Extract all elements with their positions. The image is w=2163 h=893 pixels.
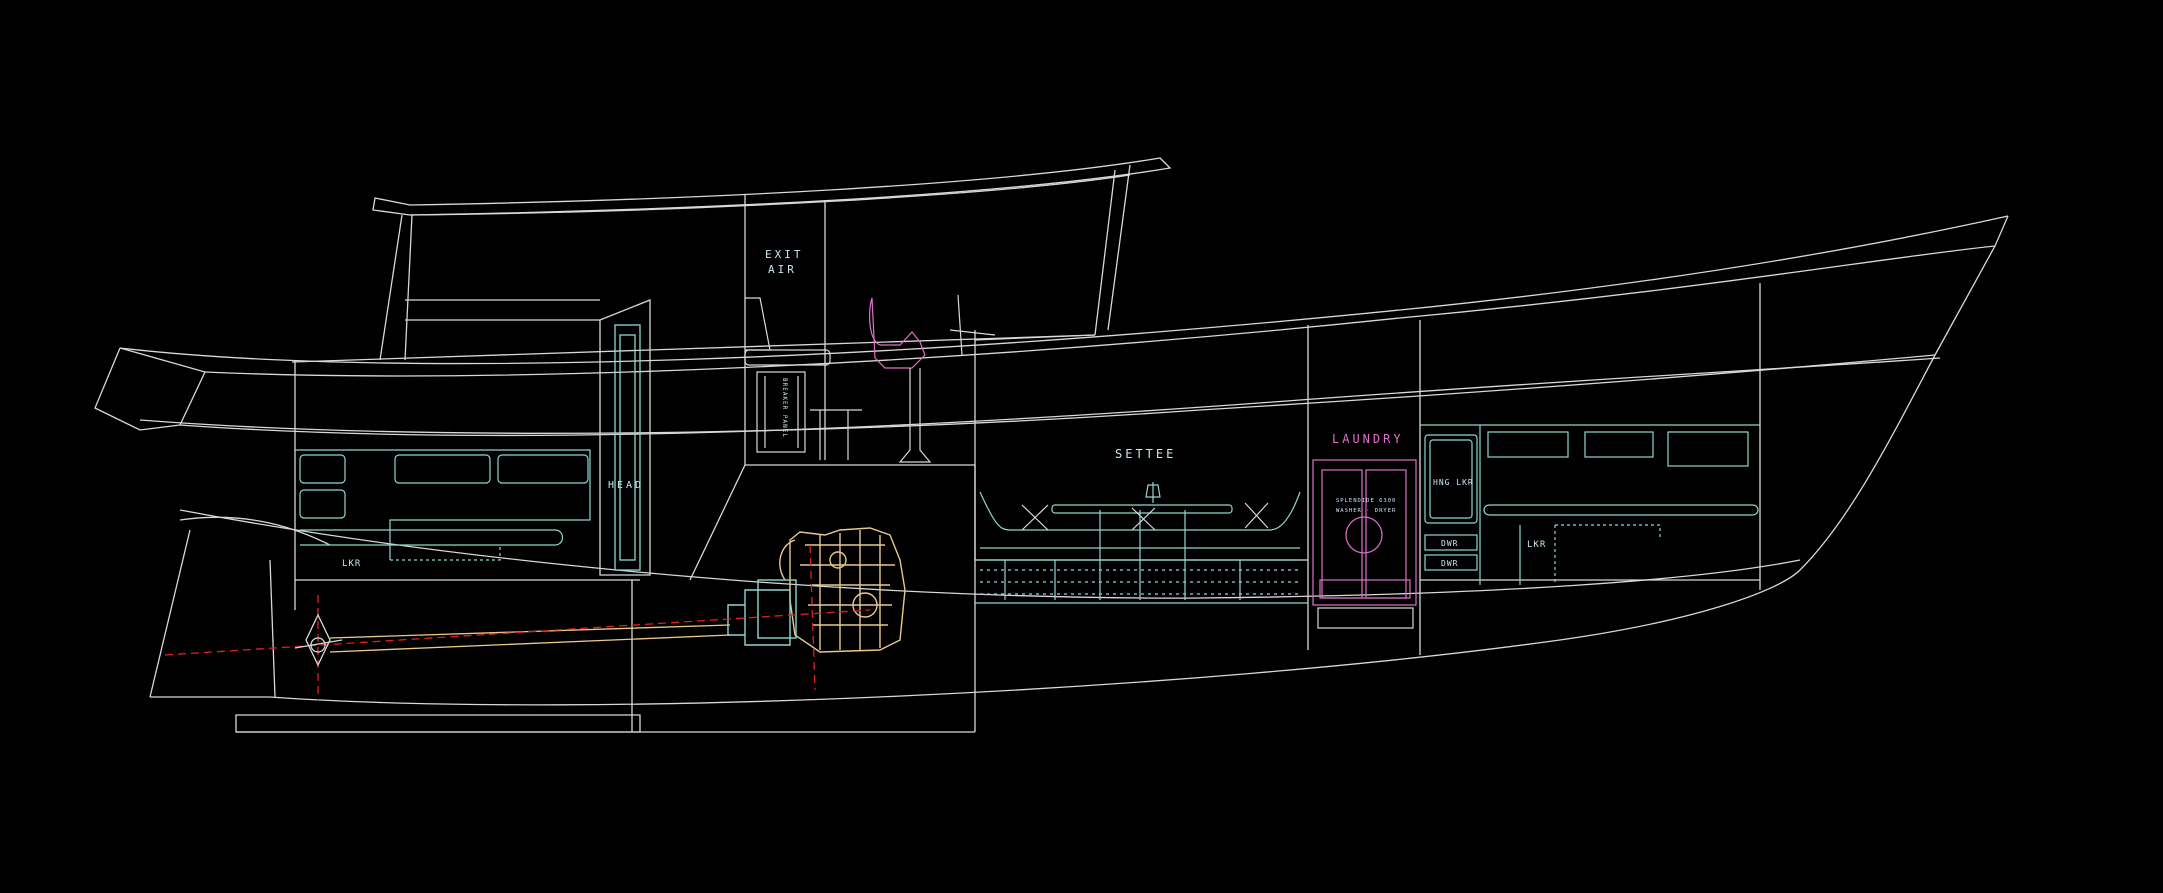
hanging-locker-inner bbox=[1429, 439, 1473, 519]
forward-cabinet-dash bbox=[1554, 524, 1661, 585]
upper-locker bbox=[1667, 431, 1749, 467]
washer-drum bbox=[1345, 516, 1383, 554]
settee-posts bbox=[1004, 510, 1241, 600]
helm-bench bbox=[744, 349, 831, 366]
helm-chair bbox=[869, 297, 926, 369]
companionway-stair bbox=[689, 464, 976, 581]
laundry-label: LAUNDRY bbox=[1332, 432, 1404, 446]
engine-manifold bbox=[779, 539, 796, 581]
locker-door bbox=[394, 454, 491, 484]
forward-cabinetry bbox=[1420, 424, 1760, 585]
engine-bed bbox=[757, 579, 797, 639]
prop-shaft bbox=[329, 624, 731, 653]
washer-dryer-door-right bbox=[1365, 469, 1407, 599]
pilothouse-roof bbox=[372, 157, 1172, 216]
laundry-base bbox=[1317, 607, 1414, 629]
hull bbox=[94, 215, 2009, 733]
locker-door bbox=[299, 454, 346, 484]
roof-line bbox=[409, 174, 1131, 216]
labels: EXIT AIR HEAD SETTEE LAUNDRY LKR LKR HNG… bbox=[342, 248, 1546, 569]
engine-detail bbox=[800, 544, 895, 626]
transom bbox=[94, 347, 181, 431]
upper-locker bbox=[1487, 431, 1569, 458]
helm-seat-back bbox=[745, 297, 771, 351]
head-door-panel-inner bbox=[619, 334, 636, 561]
salon-table bbox=[1051, 504, 1233, 514]
bow-stem bbox=[1799, 215, 2009, 571]
head-label: HEAD bbox=[608, 480, 644, 491]
upper-locker bbox=[1584, 431, 1654, 458]
sheer-line bbox=[119, 215, 2009, 365]
propeller-hub bbox=[310, 637, 326, 653]
pilothouse-aft-wall bbox=[379, 214, 413, 361]
exit-air-label-2: AIR bbox=[768, 263, 797, 276]
wheel-console bbox=[949, 294, 996, 356]
forward-cabinet-frame bbox=[1420, 424, 1760, 585]
cushion-x-2 bbox=[1131, 507, 1156, 531]
laundry-drawer bbox=[1319, 579, 1411, 599]
aft-cabinet-frame bbox=[295, 449, 591, 560]
helm-dash bbox=[974, 334, 1096, 341]
settee bbox=[975, 482, 1308, 604]
aft-cabinetry bbox=[295, 449, 591, 561]
propeller bbox=[294, 613, 343, 667]
pilothouse-mid bbox=[744, 195, 826, 465]
pilothouse-window-line bbox=[405, 299, 600, 321]
rubrail-line-2 bbox=[139, 354, 1936, 434]
breaker-panel-label: BREAKER PANEL bbox=[781, 378, 788, 438]
forward-berth bbox=[1483, 504, 1759, 516]
exit-air-label-1: EXIT bbox=[765, 248, 804, 261]
hanging-locker-label: HNG LKR bbox=[1433, 478, 1474, 487]
head-door-panel bbox=[614, 324, 641, 571]
settee-base-pattern bbox=[980, 569, 1300, 595]
drawer bbox=[1424, 554, 1478, 571]
washer-dryer-door-left bbox=[1321, 469, 1363, 599]
helm-chair-pedestal bbox=[898, 368, 932, 463]
fwd-locker-label: LKR bbox=[1527, 540, 1546, 550]
engine-pulley bbox=[852, 592, 878, 618]
washer-label-2: WASHER · DRYER bbox=[1336, 508, 1396, 514]
shaft-centerline bbox=[164, 609, 871, 656]
drawer-label-2: DWR bbox=[1441, 559, 1458, 568]
engine-detail-v bbox=[819, 530, 881, 650]
aft-cabinet-dash bbox=[390, 545, 501, 561]
washer-label-1: SPLENDIDE 6300 bbox=[1336, 498, 1396, 504]
engine bbox=[727, 527, 906, 653]
aft-locker-label: LKR bbox=[342, 559, 361, 569]
cabin-sole bbox=[295, 559, 1760, 581]
washer-dryer-cabinet bbox=[1312, 459, 1417, 606]
cushion-x-1 bbox=[1021, 504, 1049, 531]
pilothouse-fwd-window bbox=[1094, 164, 1131, 336]
drawer bbox=[1424, 534, 1478, 551]
locker-door bbox=[299, 489, 346, 519]
settee-label: SETTEE bbox=[1115, 447, 1176, 461]
lamp bbox=[1145, 482, 1161, 503]
sheer-line-inner bbox=[204, 245, 1996, 377]
transmission bbox=[727, 589, 791, 646]
laundry bbox=[1312, 459, 1417, 629]
engine-pulley bbox=[829, 551, 847, 569]
drive-train bbox=[164, 544, 871, 700]
helm-station bbox=[744, 294, 1096, 463]
hull-bottom bbox=[150, 569, 1801, 706]
transom-upper bbox=[119, 347, 206, 426]
breaker-panel-lines bbox=[764, 376, 862, 460]
cushion-x-3 bbox=[1244, 502, 1269, 529]
keel-shoe bbox=[235, 714, 641, 733]
berth-cushion bbox=[300, 529, 564, 546]
rubrail-line bbox=[179, 357, 1941, 437]
waterline bbox=[179, 509, 1801, 599]
rudder bbox=[149, 516, 331, 698]
breaker-panel-box bbox=[756, 371, 806, 453]
hanging-locker bbox=[1424, 434, 1478, 524]
vertical-centerline bbox=[317, 544, 816, 700]
locker-door bbox=[497, 454, 589, 484]
head-door bbox=[599, 299, 651, 576]
engine-block bbox=[789, 527, 906, 653]
pilothouse bbox=[291, 157, 1172, 581]
drawer-label-1: DWR bbox=[1441, 539, 1458, 548]
